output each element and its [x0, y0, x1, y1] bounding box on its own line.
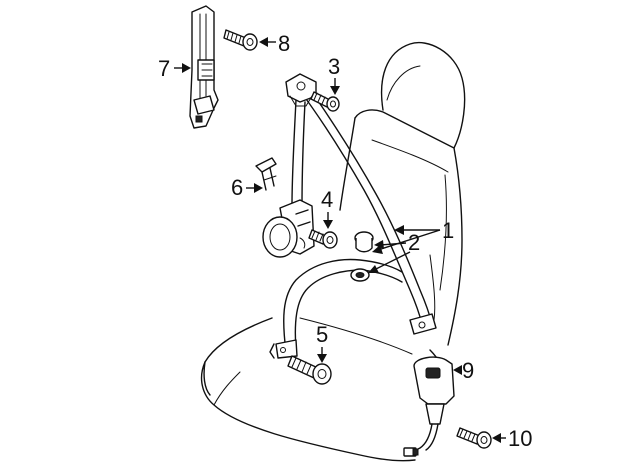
callout-5-number: 5: [316, 322, 328, 347]
callout-9: 9: [453, 358, 474, 383]
callout-2-leader: [379, 242, 407, 246]
callout-8: 8: [259, 31, 290, 56]
callout-3: 3: [328, 54, 340, 95]
bolt-5: [287, 355, 332, 385]
callout-8-number: 8: [278, 31, 290, 56]
callout-9-number: 9: [462, 358, 474, 383]
callout-1-number: 1: [442, 218, 454, 243]
seat-headrest: [380, 42, 466, 149]
belt-guide-upper: [285, 73, 317, 107]
callout-6: 6: [231, 175, 263, 200]
callout-10-number: 10: [508, 426, 532, 451]
bolt-3: [310, 91, 340, 112]
callout-10: 10: [492, 426, 532, 451]
callout-7-number: 7: [158, 56, 170, 81]
callout-7: 7: [158, 56, 191, 81]
belt-retractor: [262, 199, 315, 258]
callout-4: 4: [321, 187, 333, 229]
shoulder-belt: [291, 87, 437, 335]
callout-2: 2: [368, 230, 420, 273]
lap-belt: [269, 258, 403, 359]
seat-back: [339, 109, 463, 346]
belt-guide-clip: [255, 157, 277, 191]
callout-2-number: 2: [408, 230, 420, 255]
bolt-8: [223, 29, 258, 51]
callout-6-number: 6: [231, 175, 243, 200]
callout-5: 5: [316, 322, 328, 363]
bolt-4: [308, 229, 338, 249]
callout-1-arrowhead: [394, 225, 404, 235]
seat-belt-buckle: [403, 356, 455, 457]
callout-1: 1: [372, 218, 454, 254]
callout-3-number: 3: [328, 54, 340, 79]
bolt-10: [456, 427, 492, 449]
height-adjuster-rail: [189, 5, 219, 129]
cover-caps: [350, 231, 374, 282]
callout-4-number: 4: [321, 187, 333, 212]
